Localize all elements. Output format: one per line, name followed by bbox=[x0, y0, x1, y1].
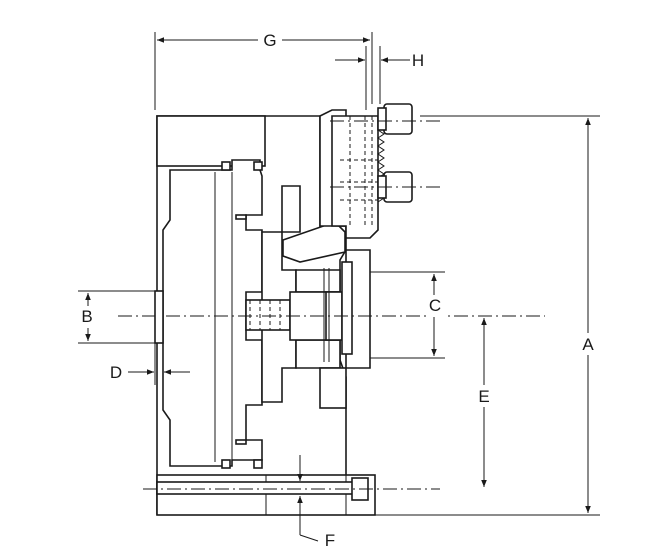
center-lines bbox=[118, 120, 545, 490]
chuck-body bbox=[156, 115, 376, 516]
label-e: E bbox=[478, 387, 489, 406]
label-d: D bbox=[110, 363, 122, 382]
label-c: C bbox=[429, 296, 441, 315]
label-f: F bbox=[325, 531, 335, 550]
label-g: G bbox=[263, 31, 276, 50]
label-b: B bbox=[81, 307, 92, 326]
mounting-bolt bbox=[156, 477, 369, 501]
label-h: H bbox=[412, 51, 424, 70]
top-jaw bbox=[319, 103, 413, 239]
label-a: A bbox=[582, 335, 594, 354]
